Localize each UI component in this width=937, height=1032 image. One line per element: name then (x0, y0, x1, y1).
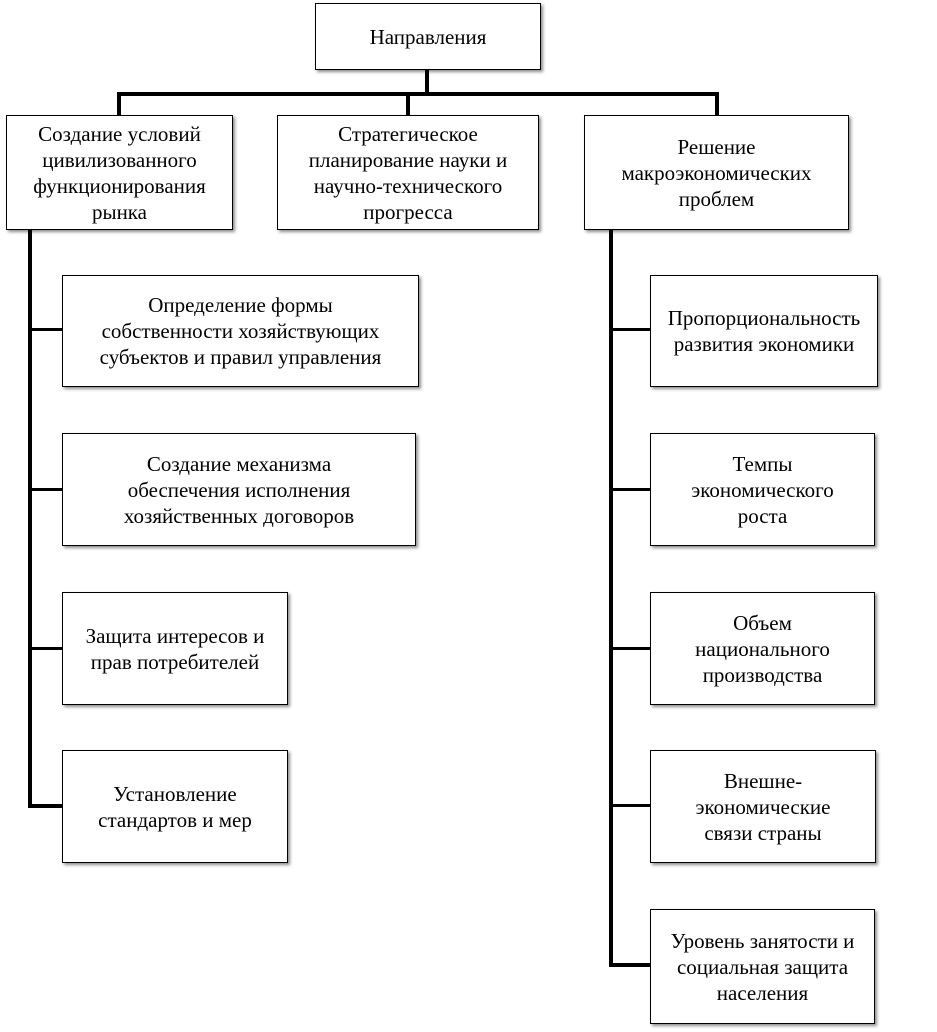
connector-left-tick-4 (28, 804, 62, 808)
connector-left-tick-1 (28, 328, 62, 331)
branch-box-strategic-planning: Стратегическое планирование науки и науч… (277, 115, 539, 230)
child-box-national-production: Объем национального производства (650, 592, 875, 705)
child-box-foreign-relations: Внешне- экономические связи страны (650, 750, 876, 863)
root-box: Направления (315, 3, 541, 70)
connector-root-down (425, 70, 429, 95)
connector-horizontal-bar (117, 92, 719, 96)
child-box-standards: Установление стандартов и мер (62, 750, 288, 863)
connector-left-tick-2 (28, 488, 62, 491)
connector-right-tick-4 (609, 804, 650, 807)
child-box-ownership-form: Определение формы собственности хозяйств… (62, 275, 419, 387)
connector-left-tick-3 (28, 647, 62, 650)
child-box-consumer-protection: Защита интересов и прав потребителей (62, 592, 288, 705)
branch-box-market-conditions: Создание условий цивилизованного функцио… (6, 115, 233, 230)
connector-branch-3-drop (715, 92, 719, 116)
connector-branch-1-drop (117, 92, 121, 116)
connector-right-tick-3 (609, 647, 650, 650)
connector-branch-2-drop (406, 92, 410, 116)
child-box-proportionality: Пропорциональность развития экономики (650, 275, 878, 387)
connector-right-spine (609, 230, 613, 967)
child-box-contract-mechanism: Создание механизма обеспечения исполнени… (62, 433, 416, 546)
connector-right-tick-5 (609, 963, 650, 967)
connector-right-tick-2 (609, 488, 650, 491)
child-box-employment: Уровень занятости и социальная защита на… (650, 909, 875, 1024)
connector-right-tick-1 (609, 328, 650, 331)
child-box-growth-rate: Темпы экономического роста (650, 433, 875, 546)
connector-left-spine (28, 230, 32, 808)
branch-box-macroeconomic: Решение макроэкономических проблем (584, 115, 849, 230)
